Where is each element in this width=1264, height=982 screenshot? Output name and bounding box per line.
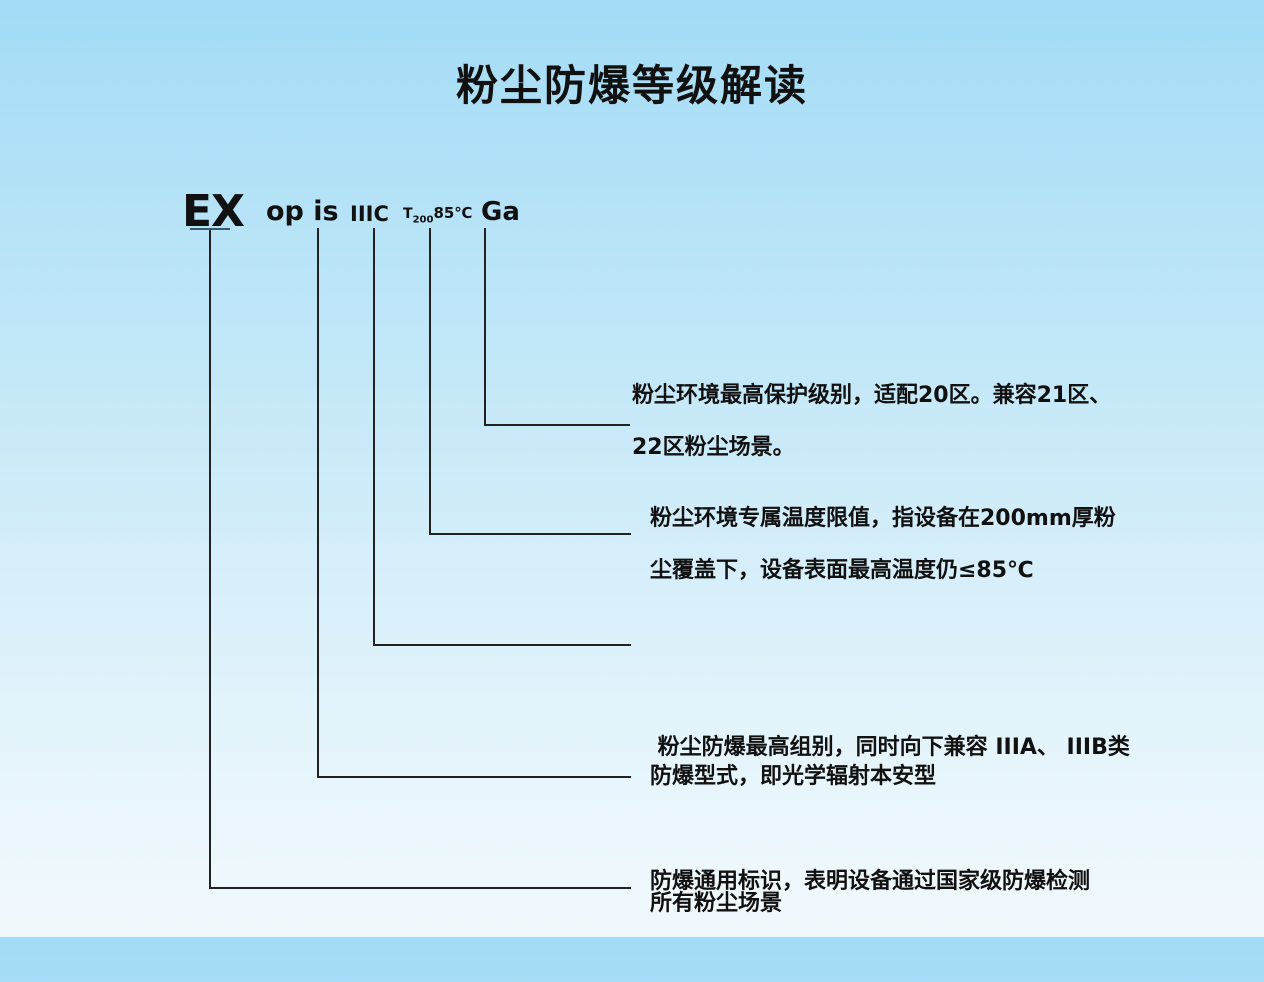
description-line: 所有粉尘场景	[650, 891, 783, 916]
description-line: 粉尘环境最高保护级别，适配20区。兼容21区、	[632, 383, 1112, 408]
description-line: 防爆型式，即光学辐射本安型	[650, 764, 937, 789]
description-line: 粉尘防爆最高组别，同时向下兼容 IIIA、 IIIB类	[650, 735, 1130, 760]
description-protection-type: 防爆型式，即光学辐射本安型	[650, 751, 936, 803]
marking-temperature: T20085℃	[403, 202, 472, 226]
connector-group-vertical	[373, 228, 375, 646]
ex-underline	[190, 228, 230, 230]
connector-group-horizontal	[373, 644, 631, 646]
page-title: 粉尘防爆等级解读	[455, 61, 808, 110]
temp-layer-thickness: 200	[412, 214, 434, 226]
connector-epl-vertical	[484, 228, 486, 426]
description-group: 粉尘防爆最高组别，同时向下兼容 IIIA、 IIIB类 所有粉尘场景	[650, 618, 1130, 982]
connector-temp-vertical	[429, 228, 431, 535]
connector-type-vertical	[317, 228, 319, 778]
description-line: 尘覆盖下，设备表面最高温度仍≤85℃	[650, 558, 1034, 583]
connector-ex-horizontal	[209, 887, 631, 889]
description-line: 粉尘环境专属温度限值，指设备在200mm厚粉	[650, 506, 1116, 531]
description-line: 22区粉尘场景。	[632, 435, 795, 460]
description-temperature: 粉尘环境专属温度限值，指设备在200mm厚粉 尘覆盖下，设备表面最高温度仍≤85…	[650, 493, 1116, 597]
temp-prefix: T	[403, 206, 413, 222]
connector-ex-vertical	[209, 230, 211, 889]
connector-type-horizontal	[317, 776, 631, 778]
temp-value: 85℃	[433, 204, 473, 222]
connector-temp-horizontal	[429, 533, 631, 535]
description-ex: 防爆通用标识，表明设备通过国家级防爆检测	[650, 856, 1090, 908]
description-epl: 粉尘环境最高保护级别，适配20区。兼容21区、 22区粉尘场景。	[632, 370, 1111, 474]
marking-group: IIIC	[350, 202, 389, 226]
connector-epl-horizontal	[484, 424, 630, 426]
marking-protection-type: op is	[266, 196, 339, 227]
marking-epl: Ga	[481, 197, 520, 227]
description-line: 防爆通用标识，表明设备通过国家级防爆检测	[650, 869, 1091, 894]
